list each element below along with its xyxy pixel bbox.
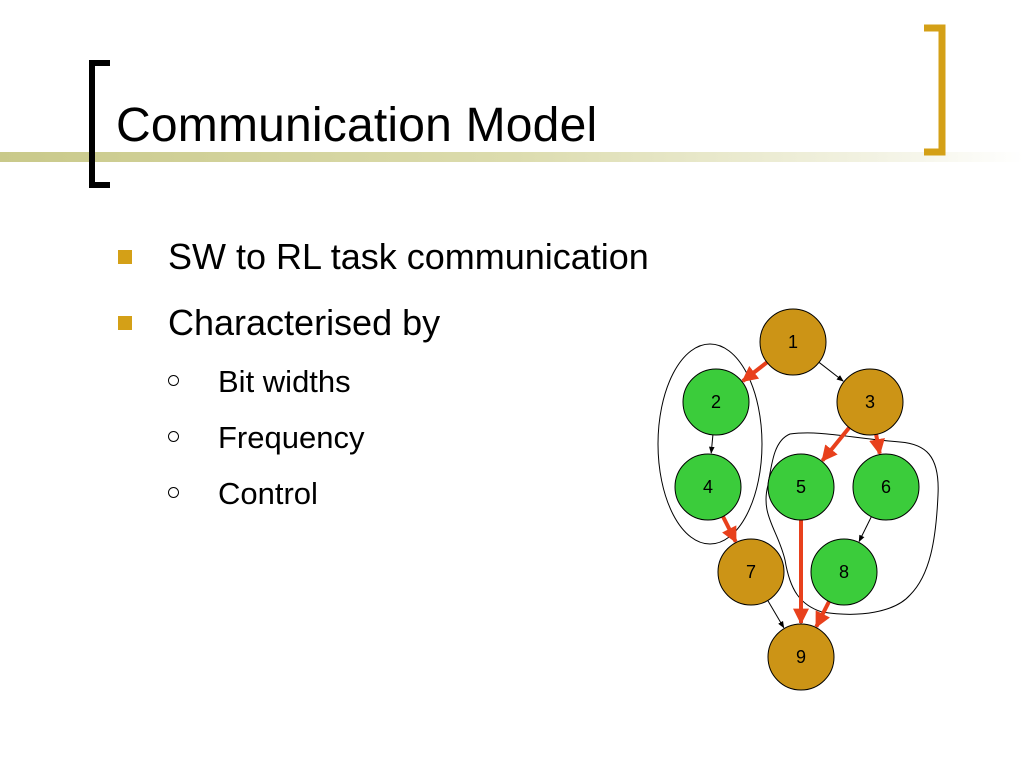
node-4-circle — [674, 453, 742, 521]
edge-8-to-9 — [814, 600, 831, 629]
node-3-circle — [836, 368, 904, 436]
node-1-circle — [759, 308, 827, 376]
edge-7-to-9 — [767, 600, 785, 629]
node-5-label: 5 — [796, 477, 806, 497]
node-6-label: 6 — [881, 477, 891, 497]
node-7-label: 7 — [746, 562, 756, 582]
node-5: 5 — [767, 453, 835, 521]
edge-3-to-6 — [869, 434, 885, 456]
node-8-label: 8 — [839, 562, 849, 582]
node-9-label: 9 — [796, 647, 806, 667]
node-4-label: 4 — [703, 477, 713, 497]
sub-bullet-text: Bit widths — [218, 364, 351, 399]
hollow-circle-bullet-icon — [168, 375, 179, 386]
edge-4-to-7 — [721, 515, 738, 544]
left-title-bracket — [89, 60, 110, 188]
edge-6-to-8 — [858, 516, 872, 543]
task-graph-diagram: 1 2 3 4 5 6 7 8 9 — [657, 308, 939, 691]
edge-3-to-5 — [820, 426, 851, 462]
node-9-circle — [767, 623, 835, 691]
node-3-label: 3 — [865, 392, 875, 412]
group-outline-right — [765, 432, 939, 615]
node-6-circle — [852, 453, 920, 521]
node-7: 7 — [717, 538, 785, 606]
node-1-label: 1 — [788, 332, 798, 352]
sub-bullet-text: Frequency — [218, 420, 365, 455]
sub-bullet-text: Control — [218, 476, 318, 511]
node-5-circle — [767, 453, 835, 521]
edge-2-to-4 — [708, 434, 715, 454]
node-8: 8 — [810, 538, 878, 606]
node-2-label: 2 — [711, 392, 721, 412]
node-9: 9 — [767, 623, 835, 691]
edge-1-to-3 — [818, 361, 844, 382]
node-1: 1 — [759, 308, 827, 376]
node-8-circle — [810, 538, 878, 606]
node-2: 2 — [682, 368, 750, 436]
square-bullet-icon — [118, 316, 132, 330]
right-bracket-stroke — [924, 24, 946, 156]
left-bracket-stroke — [89, 60, 110, 188]
hollow-circle-bullet-icon — [168, 487, 179, 498]
edge-1-to-2 — [741, 360, 769, 383]
node-4: 4 — [674, 453, 742, 521]
hollow-circle-bullet-icon — [168, 431, 179, 442]
node-7-circle — [717, 538, 785, 606]
page-title: Communication Model — [116, 99, 598, 152]
node-2-circle — [682, 368, 750, 436]
group-outline-left — [657, 343, 763, 545]
title-underline-band — [0, 152, 1024, 162]
node-6: 6 — [852, 453, 920, 521]
node-3: 3 — [836, 368, 904, 436]
right-title-bracket — [924, 24, 946, 156]
bullet-text: Characterised by — [168, 302, 441, 343]
bullet-text: SW to RL task communication — [168, 236, 649, 277]
square-bullet-icon — [118, 250, 132, 264]
